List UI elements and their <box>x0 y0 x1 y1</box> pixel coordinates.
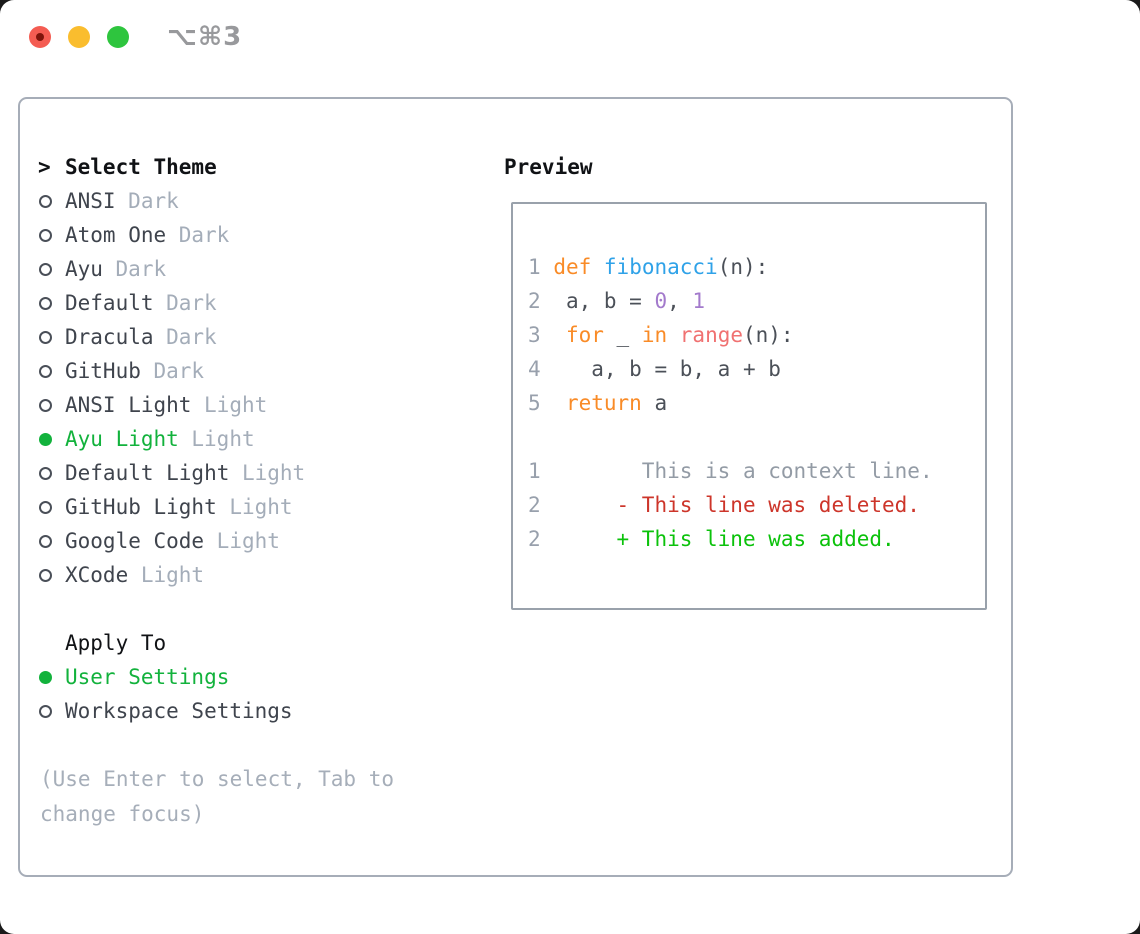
line-number: 2 <box>528 289 541 313</box>
code-line: 1 def fibonacci(n): <box>528 255 769 279</box>
item-variant-tag: Dark <box>166 325 217 349</box>
preview-box: 1 def fibonacci(n): 2 a, b = 0, 1 3 for … <box>511 202 987 610</box>
list-spacer <box>38 592 488 626</box>
section-title-select-theme: > Select Theme <box>38 150 488 184</box>
radio-icon <box>39 364 52 378</box>
apply-option-user-settings[interactable]: User Settings <box>38 660 488 694</box>
radio-icon <box>39 194 52 208</box>
apply-option-workspace-settings[interactable]: Workspace Settings <box>38 694 488 728</box>
item-variant-tag: Dark <box>115 257 167 281</box>
code-line: 3 for _ in range(n): <box>528 323 794 347</box>
item-label: GitHub Light <box>65 495 217 519</box>
line-number: 3 <box>528 323 541 347</box>
line-number: 1 <box>528 255 541 279</box>
item-label: Atom One <box>65 223 167 247</box>
code-line: 1 This is a context line. <box>528 459 933 483</box>
radio-icon <box>39 568 52 582</box>
code-preview: 1 def fibonacci(n): 2 a, b = 0, 1 3 for … <box>513 204 985 556</box>
theme-option-ayu-light[interactable]: Ayu Light Light <box>38 422 488 456</box>
empty-prefix <box>38 626 65 660</box>
item-label: ANSI <box>65 189 116 213</box>
item-variant-tag: Dark <box>153 359 205 383</box>
item-label: Default Light <box>65 461 230 485</box>
section-title-apply-to: Apply To <box>38 626 488 660</box>
line-number: 5 <box>528 391 541 415</box>
radio-icon <box>39 398 52 412</box>
item-label: Dracula <box>65 325 154 349</box>
theme-option-ayu[interactable]: Ayu Dark <box>38 252 488 286</box>
item-variant-tag: Dark <box>166 291 217 315</box>
close-button[interactable] <box>29 26 51 48</box>
theme-option-github[interactable]: GitHub Dark <box>38 354 488 388</box>
zoom-button[interactable] <box>107 26 129 48</box>
minimize-button[interactable] <box>68 26 90 48</box>
radio-icon <box>39 466 52 480</box>
theme-option-ansi-light[interactable]: ANSI Light Light <box>38 388 488 422</box>
item-label: Default <box>65 291 154 315</box>
code-line: 2 + This line was added. <box>528 527 895 551</box>
item-variant-tag: Light <box>216 529 280 553</box>
theme-option-atom-one[interactable]: Atom One Dark <box>38 218 488 252</box>
item-label: GitHub <box>65 359 141 383</box>
item-label: User Settings <box>65 665 230 689</box>
radio-icon <box>39 330 52 344</box>
window-shortcut-label: ⌥⌘3 <box>167 22 243 52</box>
item-variant-tag: Dark <box>128 189 179 213</box>
line-number: 4 <box>528 357 541 381</box>
item-variant-tag: Light <box>229 495 293 519</box>
code-line: 2 a, b = 0, 1 <box>528 289 706 313</box>
selection-caret: > <box>38 155 51 179</box>
line-number: 1 <box>528 459 541 483</box>
preview-title: Preview <box>504 155 593 179</box>
item-label: Google Code <box>65 529 205 553</box>
radio-selected-icon <box>39 670 52 684</box>
item-variant-tag: Dark <box>178 223 230 247</box>
radio-icon <box>39 704 52 718</box>
theme-option-ansi[interactable]: ANSI Dark <box>38 184 488 218</box>
theme-option-github-light[interactable]: GitHub Light Light <box>38 490 488 524</box>
theme-option-dracula[interactable]: Dracula Dark <box>38 320 488 354</box>
radio-icon <box>39 500 52 514</box>
keyboard-hint: (Use Enter to select, Tab to change focu… <box>40 767 407 826</box>
item-label: Ayu <box>65 257 103 281</box>
code-line: 5 return a <box>528 391 668 415</box>
theme-option-xcode[interactable]: XCode Light <box>38 558 488 592</box>
item-label: Select Theme <box>65 155 217 179</box>
theme-option-default[interactable]: Default Dark <box>38 286 488 320</box>
radio-icon <box>39 296 52 310</box>
item-variant-tag: Light <box>140 563 205 587</box>
theme-option-default-light[interactable]: Default Light Light <box>38 456 488 490</box>
item-label: Workspace Settings <box>65 699 293 723</box>
code-line: 4 a, b = b, a + b <box>528 357 781 381</box>
code-line: 2 - This line was deleted. <box>528 493 920 517</box>
titlebar: ⌥⌘3 <box>0 0 1140 75</box>
line-number: 2 <box>528 527 541 551</box>
item-label: XCode <box>65 563 129 587</box>
item-label: ANSI Light <box>65 393 192 417</box>
theme-option-google-code[interactable]: Google Code Light <box>38 524 488 558</box>
item-label: Apply To <box>65 631 167 655</box>
radio-icon <box>39 534 52 548</box>
item-variant-tag: Light <box>191 427 255 451</box>
item-variant-tag: Light <box>204 393 268 417</box>
item-variant-tag: Light <box>241 461 306 485</box>
item-label: Ayu Light <box>65 427 179 451</box>
radio-icon <box>39 262 52 276</box>
radio-icon <box>39 228 52 242</box>
line-number: 2 <box>528 493 541 517</box>
radio-selected-icon <box>39 432 52 446</box>
